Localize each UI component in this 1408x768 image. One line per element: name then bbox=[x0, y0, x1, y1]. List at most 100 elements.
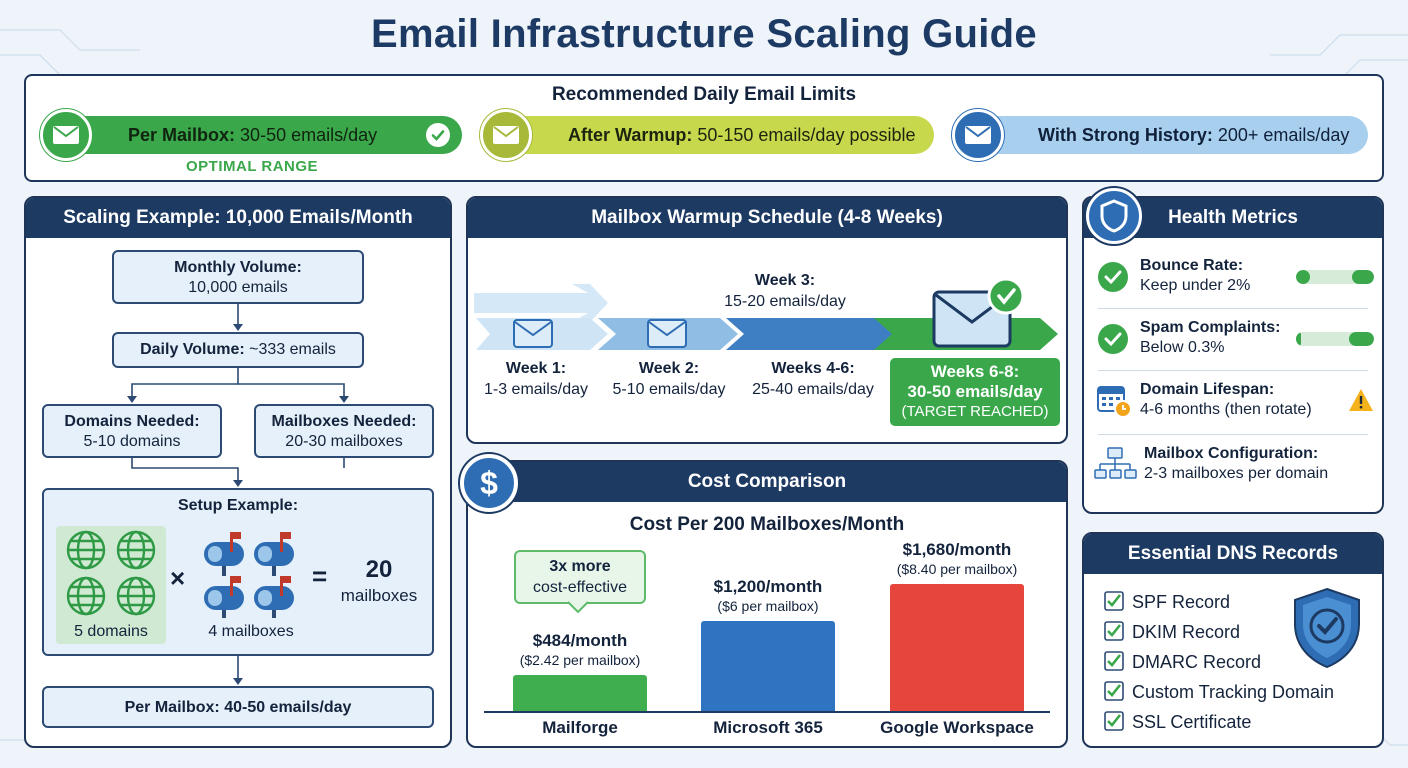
per-mailbox-value: Per Mailbox: 40-50 emails/day bbox=[124, 699, 352, 716]
dns-item-label: DMARC Record bbox=[1132, 652, 1262, 672]
cost-category-label: Microsoft 365 bbox=[713, 718, 823, 737]
week-label: Week 2: bbox=[638, 360, 700, 377]
divider bbox=[1098, 434, 1368, 435]
limit-value: 200+ emails/day bbox=[1217, 125, 1350, 145]
dns-records-panel: Essential DNS Records SPF Record DKIM Re… bbox=[1082, 532, 1384, 748]
check-icon bbox=[987, 277, 1025, 315]
week-label: Week 3: bbox=[754, 272, 816, 289]
scaling-example-panel: Scaling Example: 10,000 Emails/Month Mon… bbox=[24, 196, 452, 748]
cost-heading: Cost Comparison bbox=[468, 462, 1066, 502]
target-note: (TARGET REACHED) bbox=[901, 403, 1049, 420]
globe-icon-grid bbox=[66, 530, 156, 616]
metric-value: Keep under 2% bbox=[1140, 277, 1251, 294]
cost-chart-title: Cost Per 200 Mailboxes/Month bbox=[629, 514, 905, 535]
page-title: Email Infrastructure Scaling Guide bbox=[371, 12, 1037, 56]
domains-needed-value: 5-10 domains bbox=[83, 433, 181, 450]
limit-value: 30-50 emails/day bbox=[240, 125, 378, 145]
mailbox-icon-grid bbox=[204, 532, 294, 618]
divider bbox=[1098, 370, 1368, 371]
domains-caption: 5 domains bbox=[74, 623, 148, 640]
check-icon bbox=[1098, 262, 1128, 292]
limits-heading: Recommended Daily Email Limits bbox=[551, 84, 857, 105]
dns-item-tracking-domain: Custom Tracking Domain bbox=[1104, 678, 1334, 706]
metric-label: Spam Complaints: bbox=[1140, 319, 1281, 336]
result-label: mailboxes bbox=[340, 586, 418, 605]
warmup-schedule-panel: Mailbox Warmup Schedule (4-8 Weeks) Week… bbox=[466, 196, 1068, 444]
limit-value: 50-150 emails/day possible bbox=[697, 125, 916, 145]
equals-sign: = bbox=[312, 561, 328, 591]
bar-fill bbox=[1296, 270, 1311, 284]
dollar-icon: $ bbox=[460, 454, 518, 512]
metric-value: Below 0.3% bbox=[1140, 339, 1225, 356]
limit-strong-history: With Strong History: 200+ emails/day bbox=[976, 116, 1368, 154]
daily-volume-label: Daily Volume: bbox=[140, 341, 245, 358]
warmup-target-box: Weeks 6-8: 30-50 emails/day (TARGET REAC… bbox=[890, 358, 1060, 426]
mailboxes-needed-value: 20-30 mailboxes bbox=[285, 433, 403, 450]
envelope-icon bbox=[513, 319, 553, 348]
warmup-arrows bbox=[474, 277, 1058, 350]
check-icon bbox=[1098, 324, 1128, 354]
metric-label: Domain Lifespan: bbox=[1140, 381, 1275, 398]
checkbox-check-icon bbox=[1104, 651, 1124, 671]
flow-arrows bbox=[127, 304, 349, 685]
cost-category-label: Google Workspace bbox=[880, 718, 1034, 737]
week-rate: 1-3 emails/day bbox=[483, 381, 589, 398]
daily-volume-value: ~333 emails bbox=[249, 341, 336, 358]
monthly-volume-label: Monthly Volume: bbox=[174, 259, 302, 276]
cost-bar-chart: $484/month $1,200/month $1,680/month ($2… bbox=[468, 462, 1066, 746]
limit-label: With Strong History: bbox=[1038, 125, 1213, 145]
domains-group: 5 domains bbox=[56, 526, 166, 644]
result-number: 20 bbox=[365, 556, 393, 583]
cost-price-label: $1,200/month bbox=[713, 577, 823, 596]
dns-item-spf: SPF Record bbox=[1104, 588, 1230, 616]
bar-fill bbox=[1349, 332, 1374, 346]
cost-bar-microsoft-365 bbox=[701, 621, 835, 712]
shield-icon bbox=[1086, 188, 1142, 244]
dns-item-label: SSL Certificate bbox=[1132, 712, 1252, 732]
cost-category-label: Mailforge bbox=[542, 718, 618, 737]
dns-item-ssl: SSL Certificate bbox=[1104, 708, 1251, 736]
email-icon bbox=[480, 109, 532, 161]
limit-after-warmup: After Warmup: 50-150 emails/day possible bbox=[506, 116, 934, 154]
week-label: Weeks 4-6: bbox=[771, 360, 855, 377]
daily-volume-box: Daily Volume: ~333 emails bbox=[112, 332, 364, 368]
callout-pointer bbox=[567, 601, 589, 614]
health-domain-lifespan: Domain Lifespan:4-6 months (then rotate) bbox=[1084, 376, 1382, 438]
dns-item-dkim: DKIM Record bbox=[1104, 618, 1240, 646]
warmup-step-week2: Week 2: 5-10 emails/day bbox=[602, 358, 736, 400]
warmup-step-week1: Week 1: 1-3 emails/day bbox=[472, 358, 600, 400]
cost-per-mailbox-label: ($2.42 per mailbox) bbox=[519, 652, 641, 668]
domains-needed-box: Domains Needed: 5-10 domains bbox=[42, 404, 222, 458]
callout-line1: 3x more bbox=[549, 558, 611, 575]
week-rate: 5-10 emails/day bbox=[612, 381, 726, 398]
health-bounce-rate: Bounce Rate:Keep under 2% bbox=[1084, 250, 1382, 312]
warmup-heading: Mailbox Warmup Schedule (4-8 Weeks) bbox=[468, 198, 1066, 238]
target-rate: 30-50 emails/day bbox=[907, 382, 1043, 401]
bounce-rate-bar bbox=[1296, 270, 1374, 284]
week-label: Week 1: bbox=[505, 360, 567, 377]
cost-per-mailbox-label: ($8.40 per mailbox) bbox=[896, 561, 1018, 577]
email-icon bbox=[40, 109, 92, 161]
checkbox-check-icon bbox=[1104, 681, 1124, 701]
times-sign: × bbox=[170, 563, 186, 593]
mailboxes-needed-label: Mailboxes Needed: bbox=[271, 413, 417, 430]
week-rate: 15-20 emails/day bbox=[724, 293, 846, 310]
dns-item-dmarc: DMARC Record bbox=[1104, 648, 1261, 676]
cost-price-label: $484/month bbox=[532, 631, 628, 650]
cost-comparison-panel: Cost Comparison Cost Per 200 Mailboxes/M… bbox=[466, 460, 1068, 748]
cost-baseline bbox=[484, 711, 1050, 713]
mailbox-tree-icon bbox=[1094, 447, 1137, 479]
calendar-icon bbox=[1097, 386, 1132, 418]
health-mailbox-configuration: Mailbox Configuration:2-3 mailboxes per … bbox=[1084, 440, 1382, 502]
monthly-volume-value: 10,000 emails bbox=[188, 279, 288, 296]
dns-item-label: DKIM Record bbox=[1132, 622, 1241, 642]
limit-label: Per Mailbox: bbox=[128, 125, 236, 145]
warmup-step-week3: Week 3: 15-20 emails/day bbox=[700, 270, 870, 312]
domains-needed-label: Domains Needed: bbox=[64, 413, 200, 430]
limit-per-mailbox: Per Mailbox: 30-50 emails/day bbox=[66, 116, 462, 154]
dns-item-label: SPF Record bbox=[1132, 592, 1231, 612]
divider bbox=[1098, 308, 1368, 309]
monthly-volume-box: Monthly Volume: 10,000 emails bbox=[112, 250, 364, 304]
health-spam-complaints: Spam Complaints: Below 0.3% bbox=[1084, 312, 1382, 374]
cost-bar-google-workspace bbox=[890, 584, 1024, 712]
